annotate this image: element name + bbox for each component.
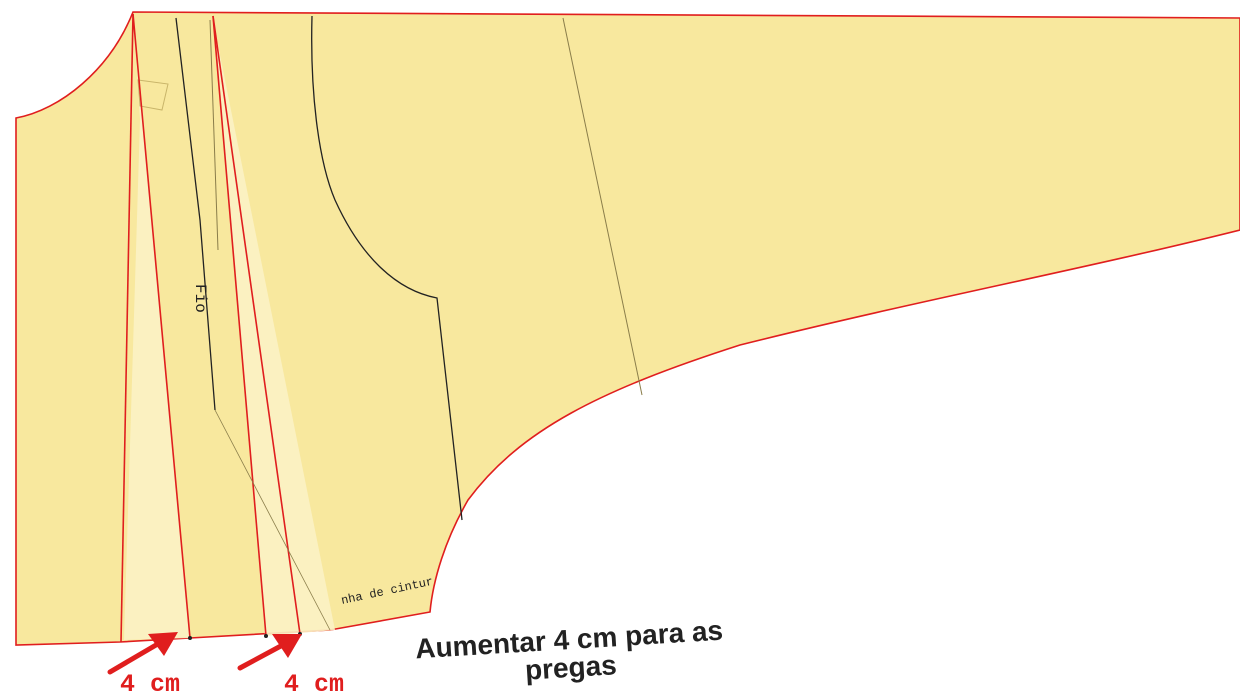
- pleat-line-1: [120, 13, 134, 643]
- pleat-fold-right: [213, 20, 335, 636]
- pleat-line-2: [132, 13, 191, 639]
- pencil-line-a: [209, 19, 219, 251]
- pleat-flap: [137, 79, 169, 111]
- left-measure-label: 4 cm: [120, 670, 181, 699]
- pleat-mark: [264, 634, 268, 638]
- pocket-curve-line: [311, 15, 463, 521]
- pleat-fold-left: [124, 20, 190, 640]
- pleat-line-3: [212, 15, 267, 637]
- pencil-line-b: [214, 409, 331, 631]
- grain-label: Fio: [191, 284, 209, 313]
- pleat-line-4: [212, 15, 301, 635]
- grain-line: [175, 17, 216, 411]
- right-measure-label: 4 cm: [284, 670, 345, 699]
- arrow-up-right-icon: [107, 632, 178, 675]
- hip-line: [562, 17, 643, 396]
- pleat-mark: [188, 636, 192, 640]
- arrow-up-right-icon: [237, 634, 302, 671]
